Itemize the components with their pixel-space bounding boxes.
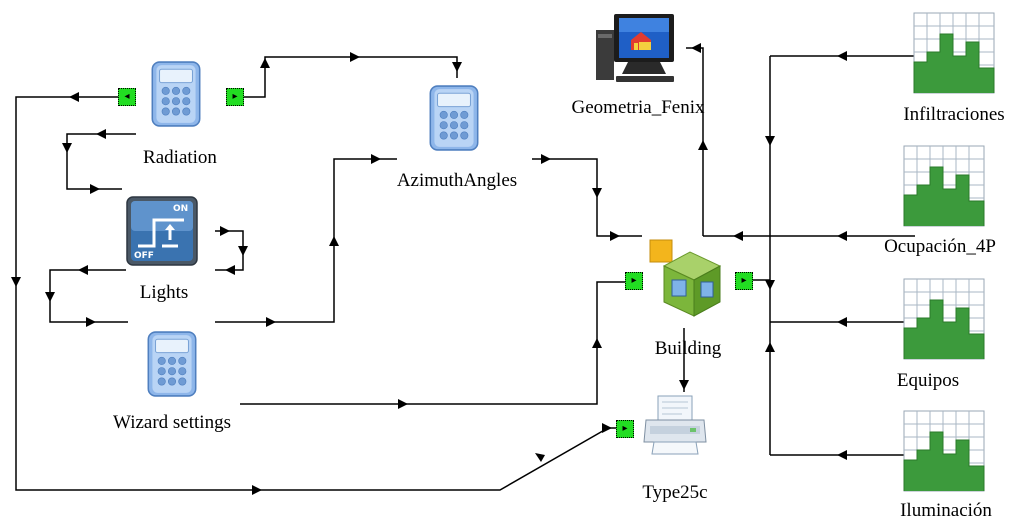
iluminacion-component[interactable] xyxy=(903,410,985,492)
equipos-label: Equipos xyxy=(896,370,960,391)
calculator-icon xyxy=(146,330,198,398)
radiation-input-port[interactable]: ◂ xyxy=(118,88,136,106)
radiation-label: Radiation xyxy=(143,147,217,168)
on-off-switch-icon: ON OFF xyxy=(126,196,198,266)
radiation-component[interactable] xyxy=(150,60,202,128)
azimuth-angles-component[interactable] xyxy=(428,84,480,152)
schedule-chart-icon xyxy=(913,12,995,94)
ocupacion-4p-component[interactable] xyxy=(903,145,985,227)
computer-monitor-icon xyxy=(596,14,674,82)
schedule-chart-icon xyxy=(903,145,985,227)
radiation-output-port[interactable]: ▸ xyxy=(226,88,244,106)
building-output-port[interactable]: ▸ xyxy=(735,272,753,290)
building-component[interactable] xyxy=(646,236,728,322)
type25c-component[interactable] xyxy=(640,392,710,458)
infiltraciones-component[interactable] xyxy=(913,12,995,94)
type25c-input-port[interactable]: ▸ xyxy=(616,420,634,438)
svg-text:ON: ON xyxy=(173,204,188,214)
iluminacion-label: Iluminación xyxy=(900,500,992,521)
wizard-settings-label: Wizard settings xyxy=(113,412,231,433)
equipos-component[interactable] xyxy=(903,278,985,360)
schedule-chart-icon xyxy=(903,278,985,360)
type25c-label: Type25c xyxy=(642,482,708,503)
calculator-icon xyxy=(428,84,480,152)
schedule-chart-icon xyxy=(903,410,985,492)
svg-text:OFF: OFF xyxy=(134,251,154,261)
calculator-icon xyxy=(150,60,202,128)
infiltraciones-label: Infiltraciones xyxy=(903,104,1005,125)
azimuth-angles-label: AzimuthAngles xyxy=(396,170,518,191)
building-label: Building xyxy=(654,338,722,359)
building-input-port[interactable]: ▸ xyxy=(625,272,643,290)
lights-component[interactable]: ON OFF xyxy=(126,196,198,266)
building-cube-icon xyxy=(649,239,722,317)
geometria-fenix-label: Geometria_Fenix xyxy=(571,97,705,118)
lights-label: Lights xyxy=(139,282,189,303)
printer-icon xyxy=(643,395,707,455)
wizard-settings-component[interactable] xyxy=(146,330,198,398)
ocupacion-4p-label: Ocupación_4P xyxy=(884,236,996,257)
geometria-fenix-component[interactable] xyxy=(594,10,678,92)
